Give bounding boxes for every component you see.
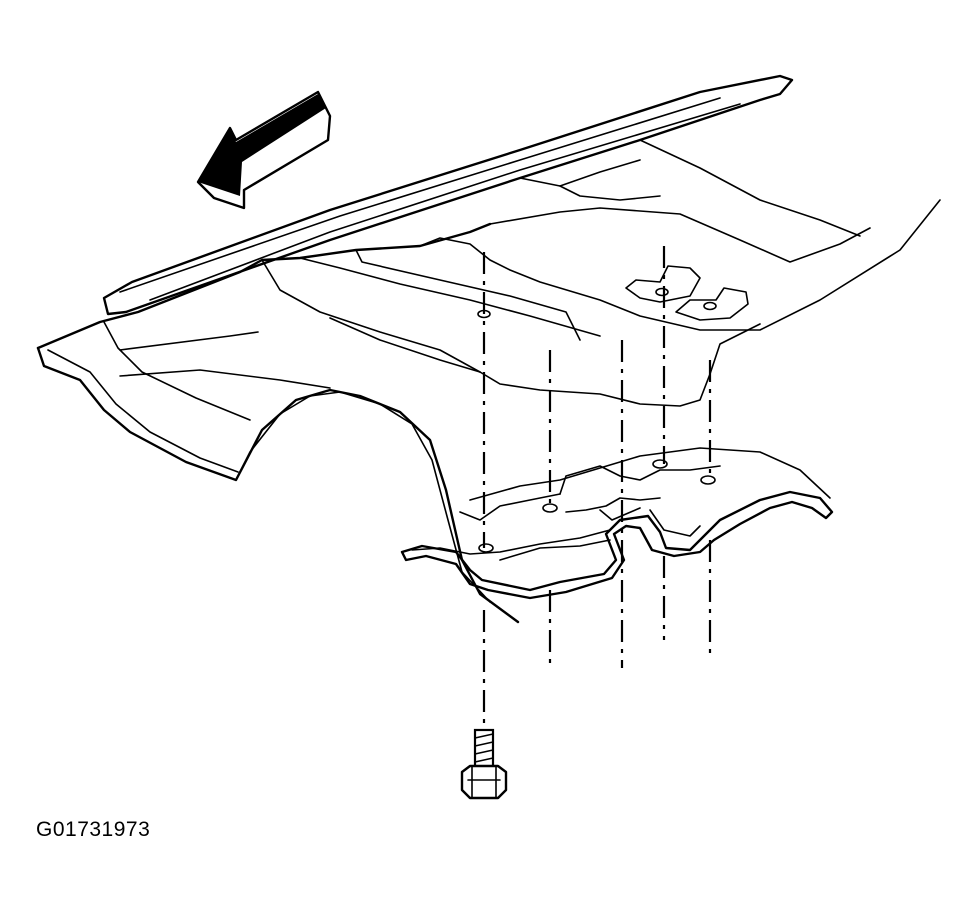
front-direction-arrow-icon xyxy=(196,90,332,210)
bolt-holes xyxy=(477,287,717,553)
underbody-shield-plate xyxy=(400,447,834,600)
figure-id-label: G01731973 xyxy=(36,818,151,841)
alignment-lines xyxy=(482,246,712,730)
vehicle-frame-crossmember xyxy=(36,74,941,624)
bolt-icon xyxy=(460,728,508,800)
